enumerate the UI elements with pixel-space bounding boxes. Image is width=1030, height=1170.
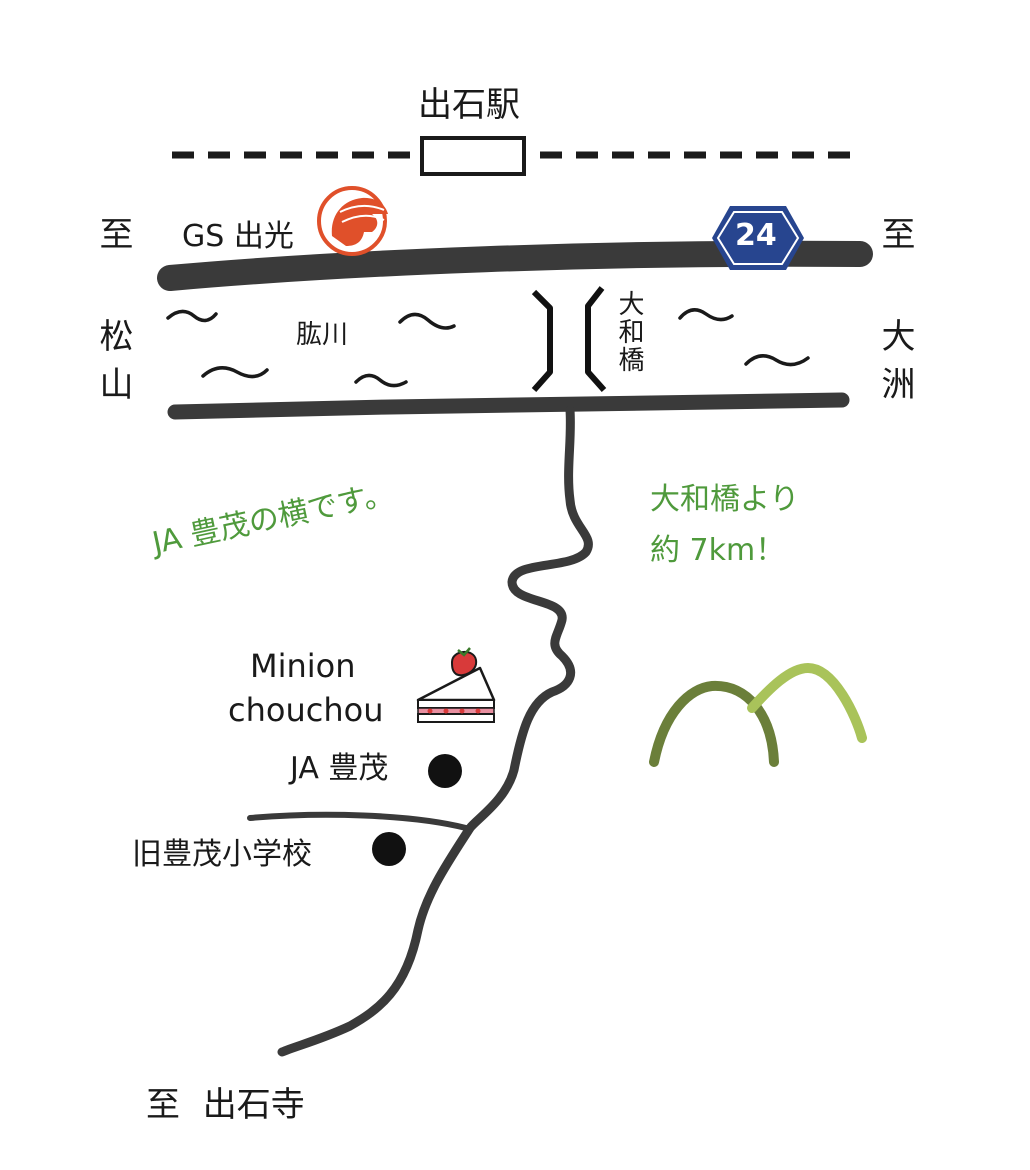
lower-road bbox=[167, 392, 850, 420]
route-number-label: 24 bbox=[735, 218, 777, 253]
mountain-icon bbox=[649, 680, 779, 767]
station-box bbox=[420, 136, 526, 176]
bridge-right-bracket bbox=[585, 286, 607, 392]
direction-south-label: 至 出石寺 bbox=[146, 1085, 305, 1125]
gas-station-label: GS 出光 bbox=[182, 219, 294, 254]
river-waves bbox=[166, 308, 810, 388]
old-school-label: 旧豊茂小学校 bbox=[132, 837, 312, 872]
cake-icon bbox=[416, 647, 496, 723]
river-label: 肱川 bbox=[296, 320, 349, 350]
direction-east-label: 至 大洲 bbox=[875, 216, 915, 414]
shop-name-line2: chouchou bbox=[228, 691, 384, 729]
idemitsu-logo-icon bbox=[317, 186, 388, 256]
bridge-left-bracket bbox=[531, 289, 553, 392]
side-road bbox=[247, 811, 469, 831]
ja-label: JA 豊茂 bbox=[290, 751, 389, 786]
route-24-badge-icon bbox=[712, 206, 804, 270]
winding-road bbox=[277, 405, 593, 1057]
direction-west-label: 至 松山 bbox=[93, 216, 133, 414]
mountain-icon-right bbox=[747, 662, 867, 743]
ja-marker-dot-icon bbox=[428, 754, 462, 788]
bridge-label: 大和橋 bbox=[614, 290, 644, 374]
shop-name-line1: Minion bbox=[250, 647, 356, 685]
station-name: 出石駅 bbox=[418, 85, 520, 125]
note-distance-line1: 大和橋より bbox=[650, 482, 800, 517]
note-distance-line2: 約 7km！ bbox=[650, 533, 786, 568]
school-marker-dot-icon bbox=[372, 832, 406, 866]
